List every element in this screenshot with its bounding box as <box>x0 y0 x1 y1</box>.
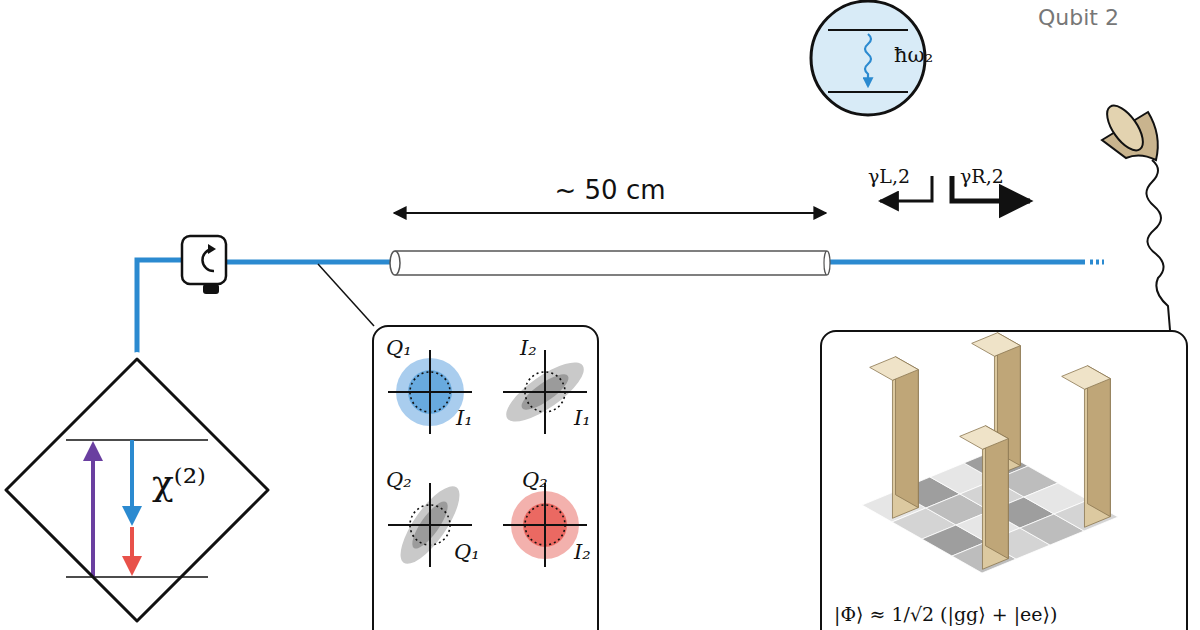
node-outline <box>2 355 272 625</box>
outline-shape <box>6 359 268 621</box>
axis-label: I₁ <box>456 407 473 430</box>
axis-label: I₁ <box>574 407 591 430</box>
bar-face <box>1062 366 1111 390</box>
dimension-label: ~ 50 cm <box>554 176 665 205</box>
bar-face <box>1088 366 1111 517</box>
bar-face <box>960 426 1009 450</box>
axis-label: Q₂ <box>522 469 548 492</box>
source-diamond: χ⁽²⁾ <box>2 355 272 625</box>
panel-box: Q₁ I₁ I₂ I₁ Q₂ Q₁ Q₂ I₂ <box>372 325 599 630</box>
node-text: χ⁽²⁾ <box>152 463 206 503</box>
axis-label: Q₂ <box>386 469 412 492</box>
leader-line <box>318 264 374 326</box>
bar-face <box>870 357 919 381</box>
axis-label: Q₁ <box>454 541 480 564</box>
axis-label: I₂ <box>520 337 537 360</box>
rate-label: γR,2 <box>960 166 1004 187</box>
panel-box: |Φ⟩ ≈ 1/√2 (|gg⟩ + |ee⟩) <box>820 330 1188 630</box>
density-matrix-bars <box>862 333 1118 573</box>
detector <box>1100 100 1170 330</box>
qubit-circle: Qubit 2ħω₂ <box>810 0 926 116</box>
axis-label: Q₁ <box>386 337 412 360</box>
rate-label: γL,2 <box>868 166 910 187</box>
node-text: Qubit 2 <box>1038 6 1119 30</box>
chi2-levels <box>9 362 265 618</box>
circulator <box>182 236 226 294</box>
node-text: ħω₂ <box>894 44 933 67</box>
bar-face <box>972 333 1021 357</box>
axis-label: I₂ <box>574 541 591 564</box>
dimension-arrow <box>394 212 826 214</box>
coax-cable <box>390 251 830 275</box>
node-text: |Φ⟩ ≈ 1/√2 (|gg⟩ + |ee⟩) <box>834 604 1057 625</box>
bar-face <box>896 357 919 508</box>
quadrature-plots <box>388 350 592 572</box>
